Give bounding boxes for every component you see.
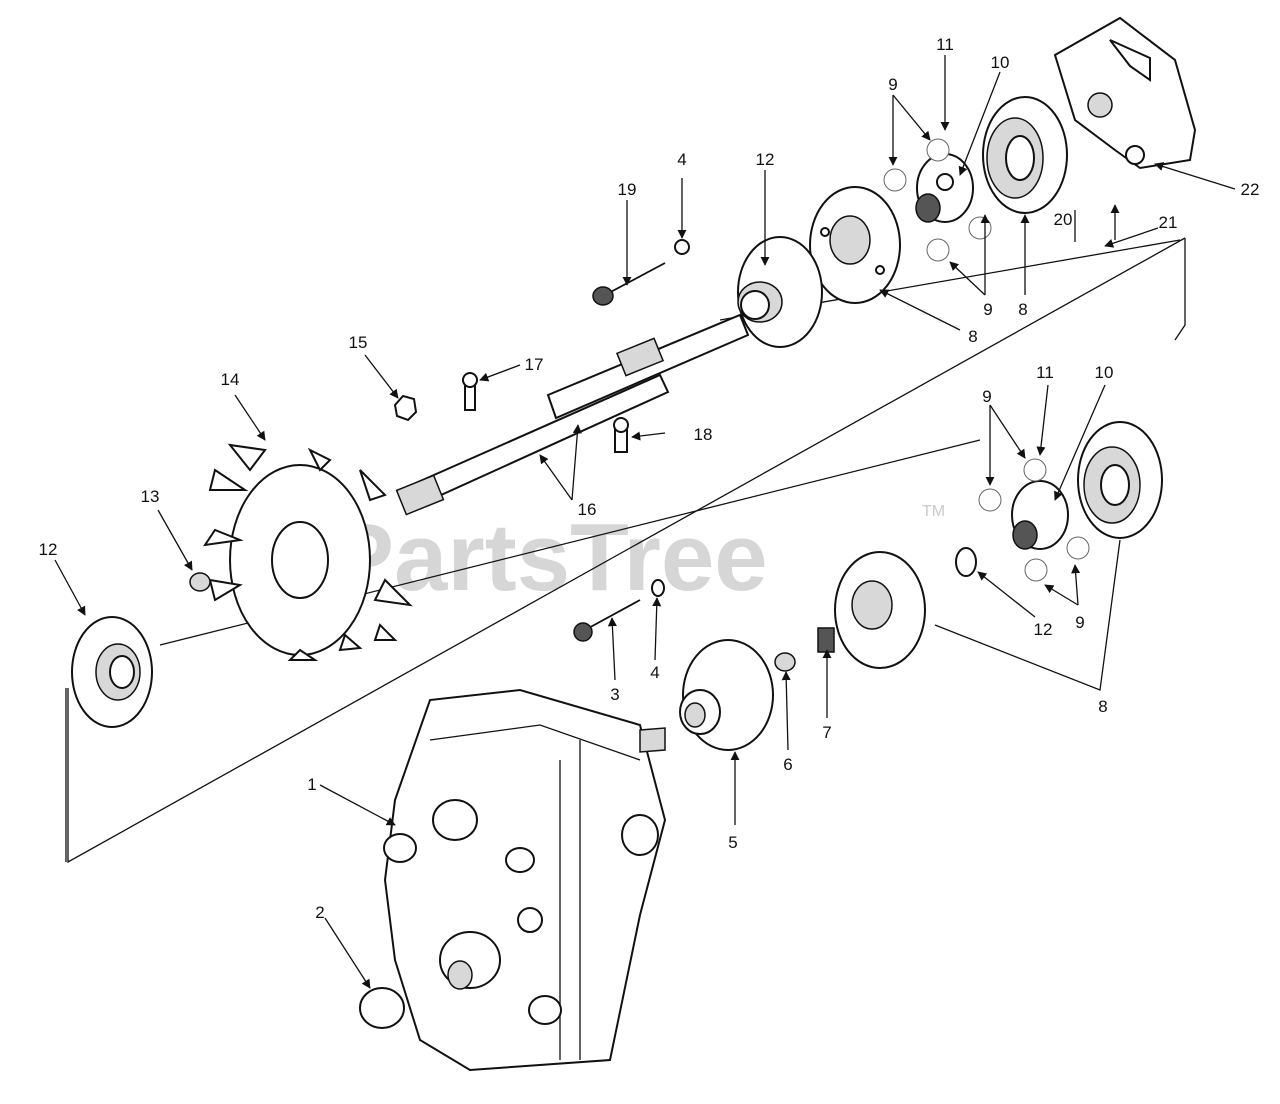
- callout-labels: 11 10 9 22 20 21 9 8 8 12 4 19 17 15 14 …: [39, 35, 1260, 922]
- callout-18: 19: [618, 180, 637, 199]
- bolt-upper: [592, 239, 690, 306]
- callout-15: 14: [221, 370, 240, 389]
- flange-hub-lower: [71, 616, 153, 728]
- callout-9-lower-a: 9: [982, 387, 991, 406]
- callout-19-upper: 17: [525, 355, 544, 374]
- callout-4-upper: 4: [677, 150, 686, 169]
- fan: [202, 443, 413, 661]
- bracket-part: [1053, 16, 1197, 170]
- callout-1: 1: [307, 775, 316, 794]
- o-ring: [359, 987, 405, 1029]
- coupling-disc-lower: [834, 551, 926, 669]
- callout-12-lower: 12: [39, 540, 58, 559]
- callout-8-lower: 8: [1098, 697, 1107, 716]
- bolt-7-and-washer-6: [774, 627, 835, 672]
- callout-8-upper-b: 8: [968, 327, 977, 346]
- callout-14: 13: [141, 487, 160, 506]
- balls-lower: [978, 458, 1090, 582]
- fittings: [393, 372, 629, 453]
- callout-7: 7: [822, 723, 831, 742]
- callout-13: 12: [1034, 620, 1053, 639]
- callout-11-upper: 11: [936, 35, 954, 54]
- washer-14: [189, 572, 211, 592]
- callout-11-lower: 11: [1036, 363, 1054, 382]
- coupling-housing-upper: [982, 96, 1068, 214]
- watermark-trademark: TM: [922, 503, 945, 520]
- callout-17: 16: [578, 500, 597, 519]
- transmission: [383, 688, 667, 1072]
- coupling-disc-upper: [809, 186, 901, 304]
- callout-22: 22: [1241, 180, 1260, 199]
- callout-6: 6: [783, 755, 792, 774]
- callout-2: 2: [315, 903, 324, 922]
- leader-lines: [54, 55, 1236, 989]
- shaft: [395, 313, 750, 516]
- callout-21: 21: [1159, 213, 1178, 232]
- pulley-5: [679, 639, 774, 751]
- callout-4-lower: 4: [650, 663, 659, 682]
- callout-19-lower: 18: [694, 425, 713, 444]
- callout-9-upper-b: 9: [983, 300, 992, 319]
- cross-joint-lower: [1011, 480, 1069, 550]
- callout-12-upper: 12: [756, 150, 775, 169]
- callout-5: 5: [728, 833, 737, 852]
- flange-hub-upper: [737, 236, 823, 348]
- callout-20: 20: [1054, 210, 1073, 229]
- callout-9-lower-b: 9: [1075, 613, 1084, 632]
- retaining-ring-13: [955, 547, 977, 577]
- callout-16: 15: [349, 333, 368, 352]
- callout-8-upper-a: 8: [1018, 300, 1027, 319]
- coupling-housing-lower: [1077, 421, 1163, 539]
- callout-10-upper: 10: [991, 53, 1010, 72]
- callout-3: 3: [610, 685, 619, 704]
- callout-9-upper-a: 9: [888, 75, 897, 94]
- bolt-3-and-washer-4: [573, 579, 665, 642]
- callout-10-lower: 10: [1095, 363, 1114, 382]
